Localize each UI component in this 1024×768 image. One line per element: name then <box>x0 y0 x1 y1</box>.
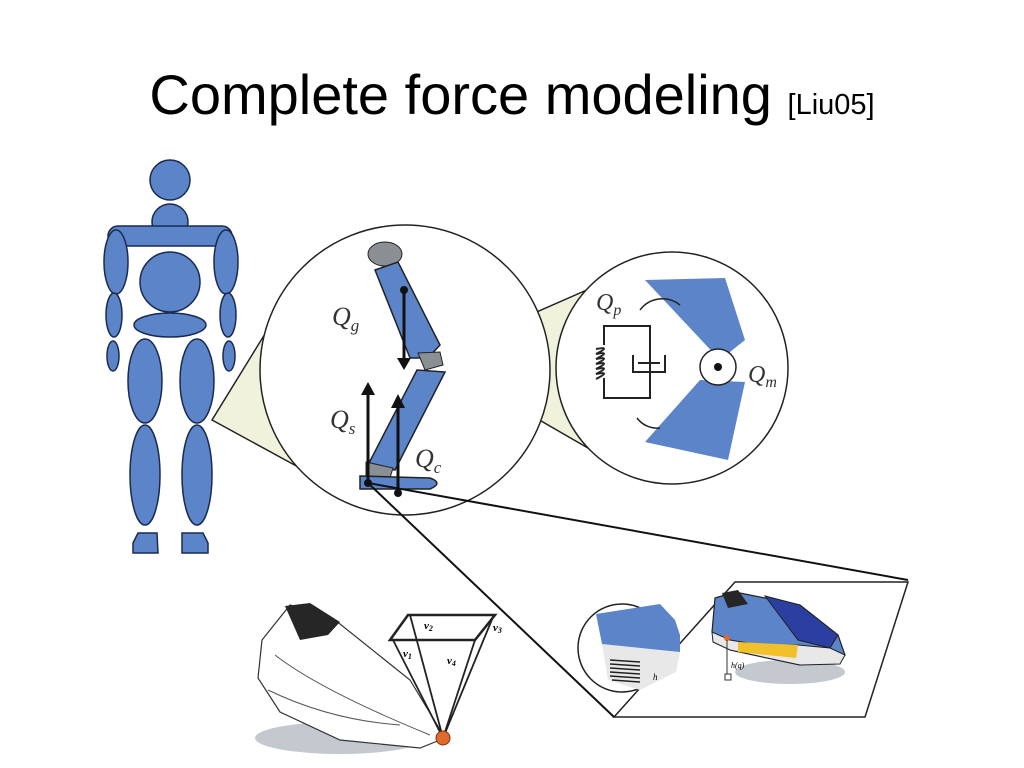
label-v4: v4 <box>447 655 456 668</box>
label-v1: v1 <box>403 648 412 661</box>
leg-zoom-circle: Qg Qs Qc <box>259 224 551 516</box>
human-figure <box>103 159 239 554</box>
label-v3: v3 <box>493 622 502 635</box>
slide-title: Complete force modeling [Liu05] <box>0 62 1024 127</box>
label-qm: Qm <box>748 362 777 391</box>
label-qc: Qc <box>415 444 442 477</box>
label-v2: v2 <box>424 620 433 633</box>
label-qs: Qs <box>330 405 356 438</box>
foot-contact-panel: h h(q) <box>577 581 910 718</box>
title-text: Complete force modeling <box>149 63 772 126</box>
citation: [Liu05] <box>787 89 875 121</box>
label-h: h <box>653 672 658 682</box>
label-qg: Qg <box>332 302 359 335</box>
knee-zoom-circle: Qp Qm <box>555 251 789 485</box>
label-qp: Qp <box>596 290 621 319</box>
shoe-friction-cone: v1 v2 v3 v4 <box>255 603 502 754</box>
label-hq: h(q) <box>731 661 745 670</box>
